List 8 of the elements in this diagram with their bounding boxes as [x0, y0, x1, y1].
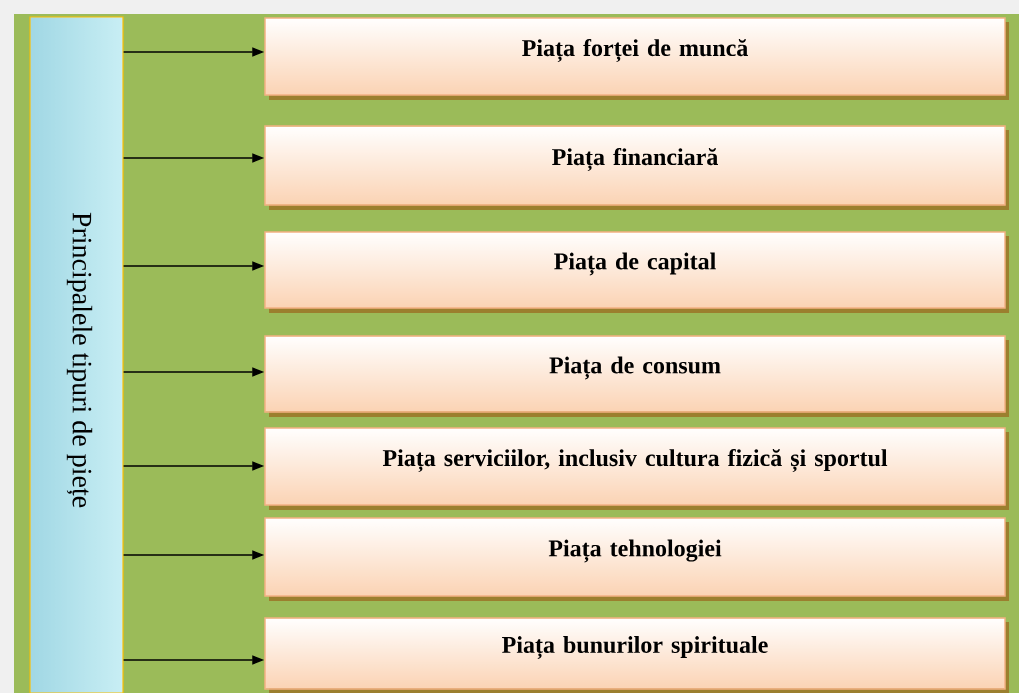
market-box: Piața forței de muncă	[264, 17, 1009, 100]
market-box: Piața de consum	[264, 335, 1009, 417]
market-box: Piața de capital	[264, 231, 1009, 313]
market-box: Piața serviciilor, inclusiv cultura fizică și sportul	[264, 427, 1009, 510]
market-box: Piața bunurilor spirituale	[264, 617, 1009, 693]
market-box: Piața financiară	[264, 125, 1009, 210]
vertical-banner: Principalele tipuri de piețe	[29, 16, 124, 693]
market-box: Piața tehnologiei	[264, 517, 1009, 601]
